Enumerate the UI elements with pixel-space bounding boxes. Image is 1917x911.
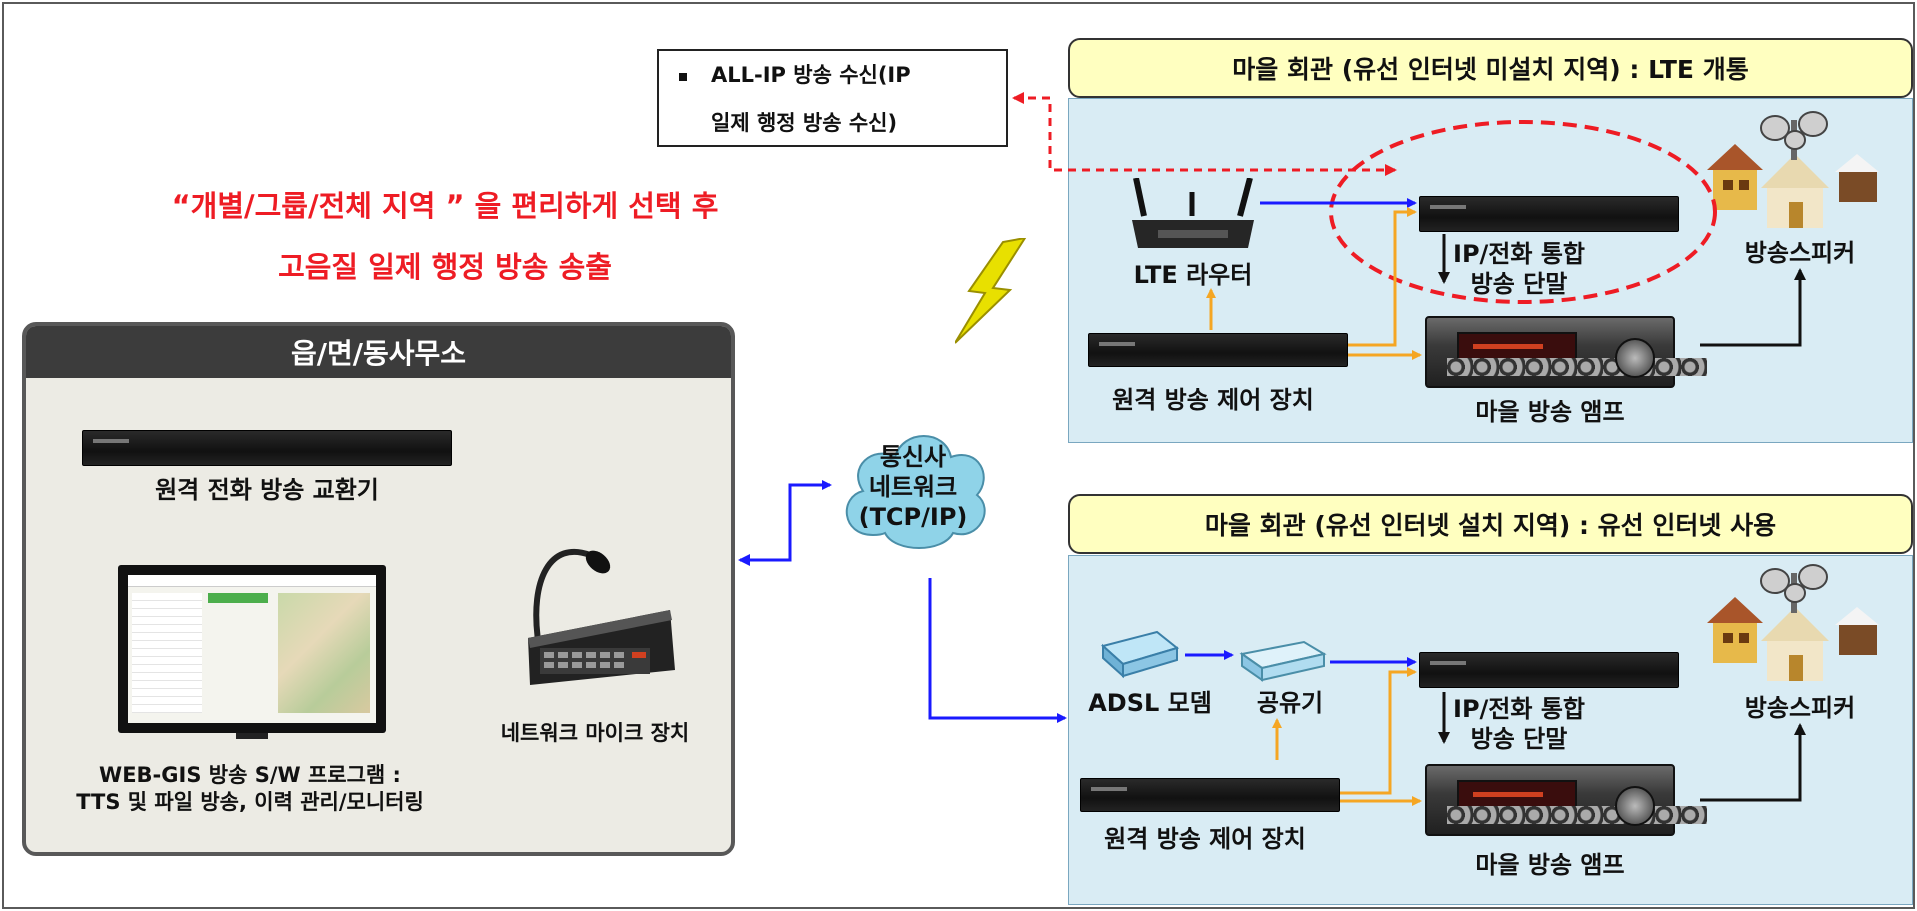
wired-router-icon bbox=[1239, 640, 1327, 682]
program-label-1: WEB-GIS 방송 S/W 프로그램 : bbox=[99, 763, 401, 787]
office-title: 읍/면/동사무소 bbox=[26, 326, 731, 378]
controller-label-wired: 원격 방송 제어 장치 bbox=[1104, 825, 1306, 853]
lte-router-icon bbox=[1132, 178, 1254, 248]
adsl-modem-icon bbox=[1100, 630, 1180, 679]
network-line-3: (TCP/IP) bbox=[858, 503, 968, 531]
headline-line-2: 고음질 일제 행정 방송 송출 bbox=[278, 250, 612, 284]
monitor-icon bbox=[118, 565, 386, 733]
microphone-icon bbox=[528, 548, 675, 685]
lightning-icon bbox=[955, 238, 1027, 344]
speaker-houses-icon bbox=[1707, 111, 1879, 228]
program-label-2: TTS 및 파일 방송, 이력 관리/모니터링 bbox=[76, 790, 424, 814]
network-line-2: 네트워크 bbox=[868, 473, 958, 501]
ip-terminal-device bbox=[1419, 196, 1679, 232]
network-cloud-icon bbox=[845, 435, 986, 549]
terminal-label-2: 방송 단말 bbox=[1470, 270, 1568, 298]
bullet-icon bbox=[679, 73, 687, 81]
controller-label-lte: 원격 방송 제어 장치 bbox=[1112, 386, 1314, 414]
terminal-label-wired-2: 방송 단말 bbox=[1470, 725, 1568, 753]
village-lte-title: 마을 회관 (유선 인터넷 미설치 지역) : LTE 개통 bbox=[1068, 38, 1913, 98]
mic-label: 네트워크 마이크 장치 bbox=[500, 721, 690, 745]
amp-device-lte bbox=[1425, 316, 1707, 388]
all-ip-note: ALL-IP 방송 수신(IP 일제 행정 방송 수신) bbox=[657, 49, 1008, 147]
headline-line-1: “개별/그룹/전체 지역 ” 을 편리하게 선택 후 bbox=[171, 189, 719, 223]
wired-router-label: 공유기 bbox=[1256, 689, 1324, 717]
controller-device-lte bbox=[1088, 333, 1348, 367]
monitor-stand bbox=[236, 733, 268, 739]
lte-router-label: LTE 라우터 bbox=[1133, 261, 1253, 289]
exchanger-label: 원격 전화 방송 교환기 bbox=[155, 476, 379, 504]
speaker-label-lte: 방송스피커 bbox=[1744, 239, 1856, 267]
village-wired-title: 마을 회관 (유선 인터넷 설치 지역) : 유선 인터넷 사용 bbox=[1068, 494, 1913, 554]
note-line-2: 일제 행정 방송 수신) bbox=[711, 111, 898, 135]
amp-label-lte: 마을 방송 앰프 bbox=[1475, 398, 1625, 426]
speaker-label-wired: 방송스피커 bbox=[1744, 694, 1856, 722]
exchanger-device bbox=[82, 430, 452, 466]
network-line-1: 통신사 bbox=[879, 443, 947, 471]
amp-device-wired bbox=[1425, 764, 1707, 836]
adsl-modem-label: ADSL 모뎀 bbox=[1088, 689, 1212, 717]
terminal-label-wired-1: IP/전화 통합 bbox=[1453, 695, 1585, 723]
note-line-1: ALL-IP 방송 수신(IP bbox=[711, 63, 911, 87]
amp-label-wired: 마을 방송 앰프 bbox=[1475, 851, 1625, 879]
controller-device-wired bbox=[1080, 778, 1340, 812]
ip-terminal-device-wired bbox=[1419, 652, 1679, 688]
speaker-houses-icon-wired bbox=[1707, 564, 1879, 681]
